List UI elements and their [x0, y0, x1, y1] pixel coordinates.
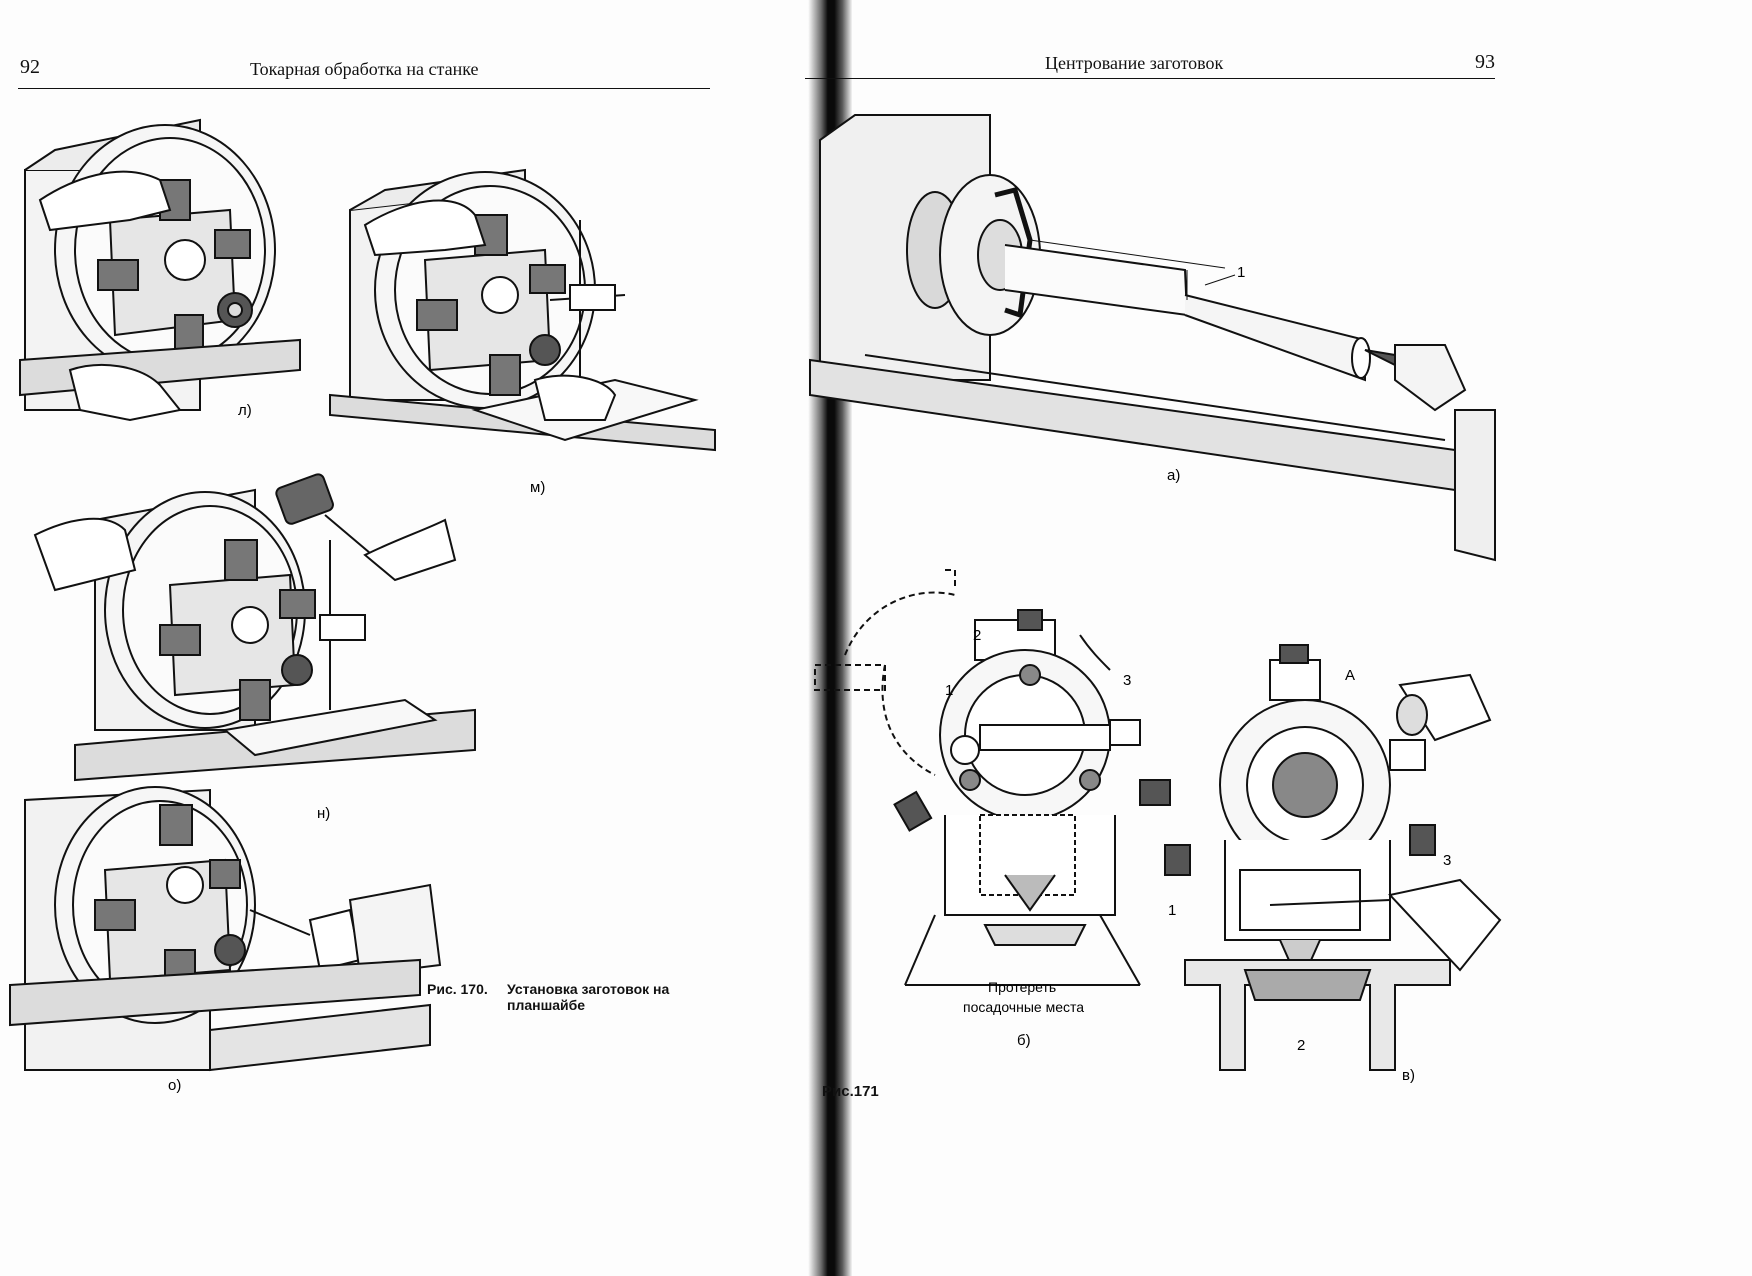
fig171-v-callout-1: 1	[1168, 902, 1176, 919]
fig171-note-line2: посадочные места	[963, 999, 1084, 1015]
right-header-rule	[805, 78, 1495, 79]
fig171-panel-b: 2 1 3 Протереть посадочные места б)	[814, 569, 1171, 1049]
fig171-b-callout-1: 1	[945, 682, 953, 699]
fig171-v-callout-3: 3	[1443, 852, 1451, 869]
fig170-panel-m: м)	[329, 168, 716, 496]
fig171-b-callout-2: 2	[973, 627, 981, 644]
right-page-number: 93	[1475, 51, 1495, 73]
fig171-panel-v-label: в)	[1402, 1067, 1415, 1084]
left-page-number: 92	[20, 56, 40, 78]
right-running-title: Центрование заготовок	[1045, 53, 1224, 73]
fig171-panel-a: 1 а)	[809, 114, 1496, 562]
fig170-panel-o: о)	[9, 786, 442, 1094]
fig171-panel-a-label: а)	[1167, 467, 1180, 484]
left-running-title: Токарная обработка на станке	[250, 59, 479, 79]
panel-m-label: м)	[530, 479, 545, 496]
panel-o-label: о)	[168, 1077, 181, 1094]
panel-n-label: н)	[317, 805, 330, 822]
fig170-panel-n: н)	[33, 473, 476, 822]
fig170-panel-l: л)	[19, 118, 301, 422]
fig171-note-line1: Протереть	[988, 979, 1056, 995]
fig171-a-callout-1: 1	[1237, 264, 1245, 281]
fig171-panel-v: A 1 2 3 в)	[1164, 644, 1502, 1084]
fig170-caption-number: Рис. 170.	[427, 981, 488, 997]
fig171-caption: Рис.171	[822, 1083, 879, 1100]
fig171-b-callout-3: 3	[1123, 672, 1131, 689]
fig170-caption-line1: Установка заготовок на	[507, 981, 670, 997]
fig170-caption-line2: планшайбе	[507, 997, 586, 1013]
left-header-rule	[18, 88, 710, 89]
fig171-v-callout-A: A	[1345, 667, 1355, 684]
fig171-v-callout-2: 2	[1297, 1037, 1305, 1054]
panel-l-label: л)	[238, 402, 252, 419]
fig171-panel-b-label: б)	[1017, 1032, 1031, 1049]
